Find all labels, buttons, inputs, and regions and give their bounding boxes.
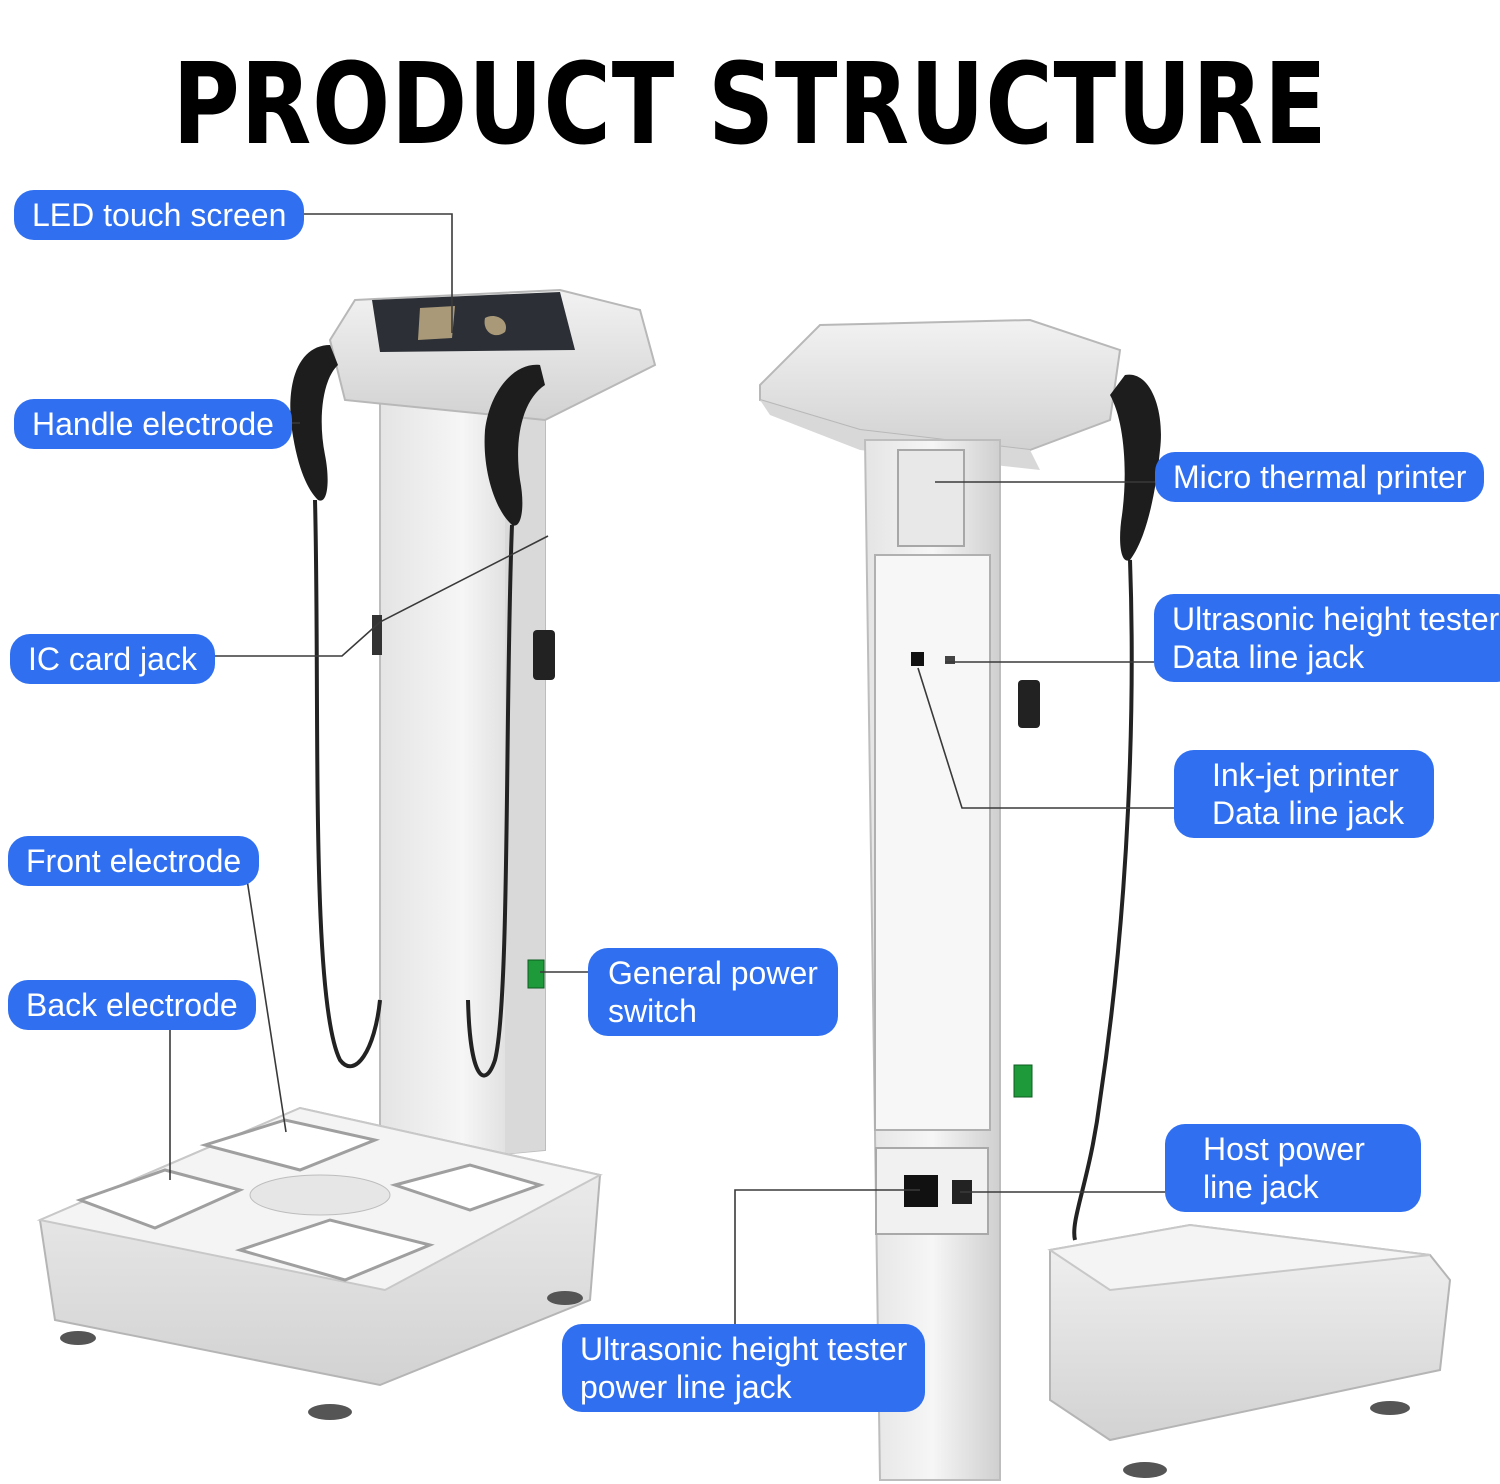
front-electrode-plate: [199, 1118, 381, 1172]
label-micro-thermal-printer: Micro thermal printer: [1155, 452, 1485, 502]
label-ultrasonic-height-tester-power-jack: Ultrasonic height tester power line jack: [562, 1324, 926, 1412]
label-ic-card-jack: IC card jack: [10, 634, 215, 684]
handle-left: [290, 345, 338, 501]
touch-screen: [372, 292, 575, 352]
page-title: PRODUCT STRUCTURE: [172, 40, 1328, 170]
label-led-touch-screen: LED touch screen: [14, 190, 305, 240]
host-power-jack: [904, 1175, 938, 1207]
back-machine: [759, 318, 1452, 1481]
label-host-power-line-jack: Host power line jack: [1165, 1124, 1421, 1212]
handle-right: [484, 364, 545, 526]
label-handle-electrode: Handle electrode: [14, 399, 292, 449]
height-tester-data-jack: [911, 652, 924, 666]
label-ultrasonic-height-tester-data-jack: Ultrasonic height tester Data line jack: [1154, 594, 1500, 682]
label-front-electrode: Front electrode: [8, 836, 260, 886]
label-general-power-switch: General power switch: [588, 948, 838, 1036]
back-electrode-plate: [75, 1168, 245, 1230]
label-back-electrode: Back electrode: [8, 980, 256, 1030]
thermal-printer: [897, 449, 965, 547]
label-inkjet-printer-data-jack: Ink-jet printer Data line jack: [1174, 750, 1435, 838]
front-machine: [36, 288, 657, 1420]
